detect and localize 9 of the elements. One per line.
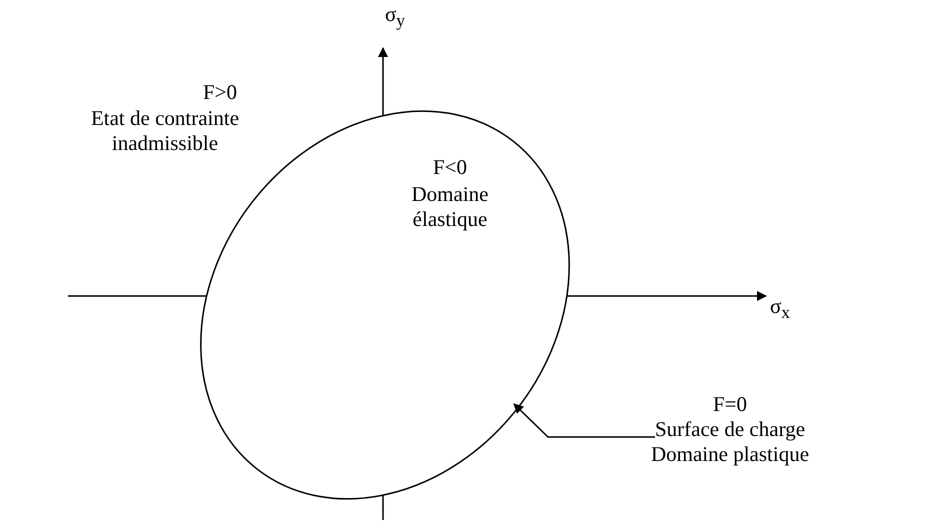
axis-label: σ$_{y}$: [384, 2, 406, 32]
annotation-text: Etat de contrainte inadmissible: [90, 106, 240, 156]
leader-arrow: [513, 403, 655, 438]
region-text: Domaine élastique: [410, 182, 490, 232]
condition-text: F<0: [432, 155, 468, 180]
axis-label: σ$_{x}$: [768, 294, 792, 324]
condition-text: F=0: [712, 392, 748, 417]
condition-text: F>0: [202, 80, 238, 105]
annotation-text: Surface de charge Domaine plastique: [650, 417, 810, 467]
